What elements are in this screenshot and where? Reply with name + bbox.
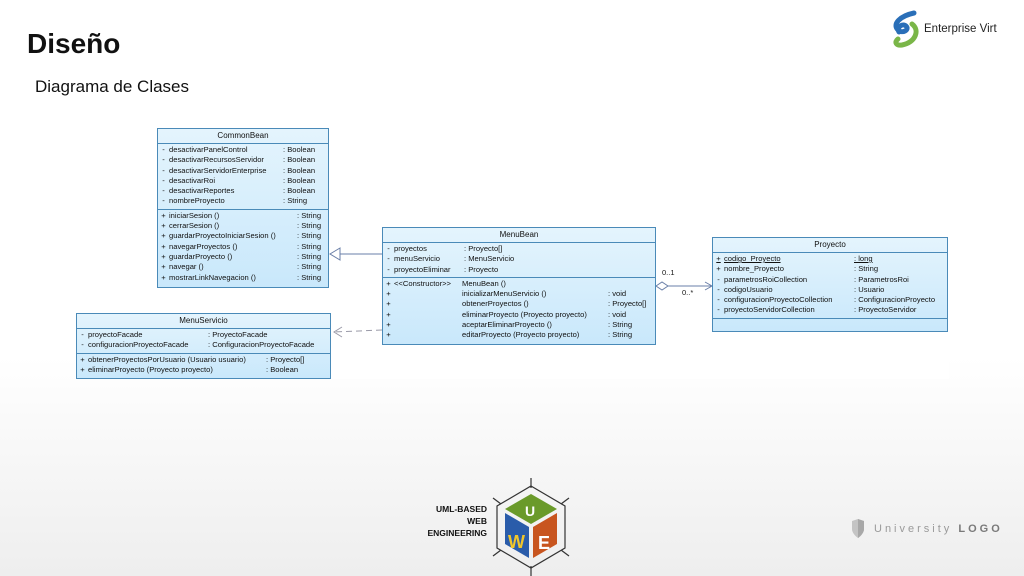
- operation-row: +inicializarMenuServicio (): void: [386, 289, 627, 299]
- operations-section: +obtenerProyectosPorUsuario (Usuario usu…: [77, 354, 330, 378]
- class-commonbean[interactable]: CommonBean -desactivarPanelControl: Bool…: [157, 128, 329, 288]
- attribute-row: -nombreProyecto: String: [162, 196, 308, 206]
- operation-row: +obtenerProyectos (): Proyecto[]: [386, 299, 647, 309]
- shield-icon: [852, 519, 864, 538]
- operations-section: [713, 319, 947, 330]
- operation-row: +<<Constructor>>MenuBean (): [386, 278, 506, 288]
- attribute-row: -proyectoEliminar: Proyecto: [387, 264, 499, 274]
- attributes-section: -desactivarPanelControl: Boolean -desact…: [158, 144, 328, 210]
- class-name: Proyecto: [713, 238, 947, 253]
- operation-row: +navegar (): String: [161, 262, 322, 272]
- operation-row: +navegarProyectos (): String: [161, 241, 322, 251]
- class-menubean[interactable]: MenuBean -proyectos: Proyecto[] -menuSer…: [382, 227, 656, 345]
- attribute-row: -desactivarPanelControl: Boolean: [162, 145, 316, 154]
- attribute-row: +nombre_Proyecto: String: [716, 264, 879, 274]
- class-name: MenuServicio: [77, 314, 330, 329]
- attribute-row: -desactivarRecursosServidor: Boolean: [162, 155, 316, 165]
- attribute-row: -configuracionProyectoFacade: Configurac…: [81, 340, 315, 350]
- operation-row: +iniciarSesion (): String: [161, 210, 322, 220]
- class-menuservicio[interactable]: MenuServicio -proyectoFacade: ProyectoFa…: [76, 313, 331, 379]
- attribute-row: -desactivarReportes: Boolean: [162, 186, 316, 196]
- svg-text:E: E: [538, 533, 550, 553]
- attribute-row: +codigo_Proyecto: long: [716, 254, 873, 263]
- operation-row: +eliminarProyecto (Proyecto proyecto): B…: [80, 364, 299, 374]
- operation-row: +aceptarEliminarProyecto (): String: [386, 320, 633, 330]
- slide-title: Diseño: [27, 28, 121, 59]
- uwe-label-1: UML-BASED: [436, 504, 487, 514]
- uwe-logo: UML-BASED WEB ENGINEERING U W E: [425, 478, 575, 576]
- university-logo: University LOGO: [850, 519, 1003, 539]
- operation-row: +mostrarLinkNavegacion (): String: [161, 272, 322, 282]
- uwe-label-2: WEB: [467, 516, 487, 526]
- attribute-row: -menuServicio: MenuServicio: [387, 254, 515, 264]
- attribute-row: -configuracionProyectoCollection: Config…: [717, 295, 936, 305]
- operation-row: +guardarProyectoIniciarSesion (): String: [161, 231, 322, 241]
- uwe-cube-icon: U W E: [492, 478, 570, 576]
- attributes-section: -proyectos: Proyecto[] -menuServicio: Me…: [383, 243, 655, 278]
- svg-text:U: U: [525, 503, 535, 519]
- operation-row: +cerrarSesion (): String: [161, 221, 322, 231]
- class-proyecto[interactable]: Proyecto +codigo_Proyecto: long +nombre_…: [712, 237, 948, 332]
- attribute-row: -codigoUsuario: Usuario: [717, 284, 885, 294]
- attribute-row: -desactivarRoi: Boolean: [162, 175, 316, 185]
- attribute-row: -desactivarServidorEnterprise: Boolean: [162, 165, 316, 175]
- operations-section: +<<Constructor>>MenuBean () +inicializar…: [383, 278, 655, 343]
- class-name: CommonBean: [158, 129, 328, 144]
- enterprise-brand-text: Enterprise Virt: [924, 23, 997, 35]
- uwe-label-3: ENGINEERING: [427, 528, 487, 538]
- attribute-row: -proyectos: Proyecto[]: [387, 244, 503, 253]
- multiplicity-source: 0..1: [662, 268, 675, 277]
- attribute-row: -proyectoServidorCollection: ProyectoSer…: [717, 305, 917, 315]
- operation-row: +obtenerProyectosPorUsuario (Usuario usu…: [80, 354, 305, 364]
- svg-text:W: W: [508, 532, 525, 552]
- operation-row: +guardarProyecto (): String: [161, 251, 322, 261]
- attributes-section: -proyectoFacade: ProyectoFacade -configu…: [77, 329, 330, 354]
- slide-subtitle: Diagrama de Clases: [35, 77, 190, 96]
- operation-row: +eliminarProyecto (Proyecto proyecto): v…: [386, 309, 627, 319]
- university-text: University LOGO: [874, 523, 1003, 535]
- enterprise-swirl-icon: [893, 10, 919, 48]
- class-name: MenuBean: [383, 228, 655, 243]
- enterprise-logo: Enterprise Virt: [890, 10, 997, 48]
- operations-section: +iniciarSesion (): String +cerrarSesion …: [158, 210, 328, 285]
- attributes-section: +codigo_Proyecto: long +nombre_Proyecto:…: [713, 253, 947, 319]
- operation-row: +editarProyecto (Proyecto proyecto): Str…: [386, 330, 633, 340]
- attribute-row: -parametrosRoiCollection: ParametrosRoi: [717, 274, 909, 284]
- multiplicity-target: 0..*: [682, 288, 694, 297]
- attribute-row: -proyectoFacade: ProyectoFacade: [81, 330, 268, 339]
